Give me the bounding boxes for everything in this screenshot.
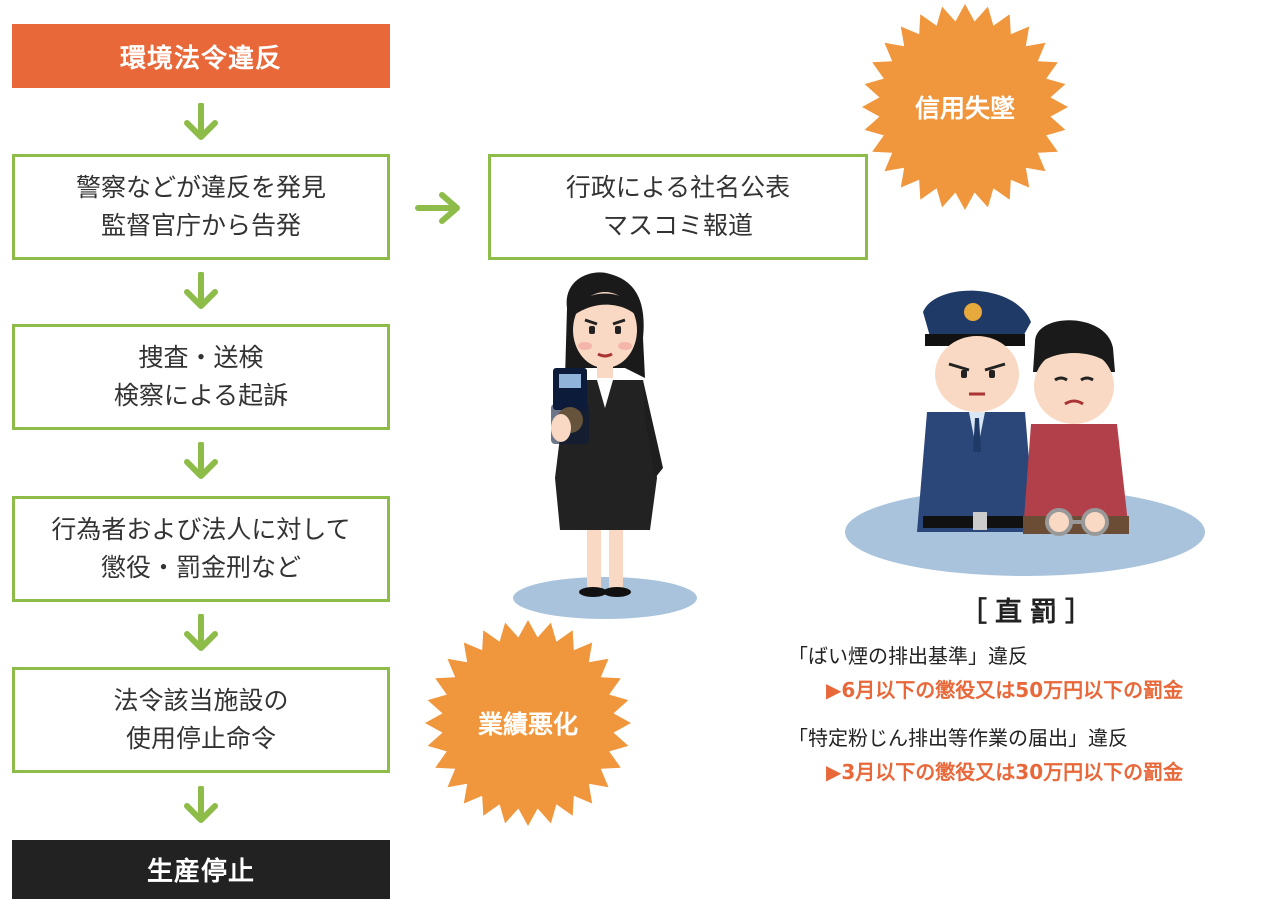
starburst-shape bbox=[862, 4, 1068, 210]
burst-label: 信用失墜 bbox=[914, 94, 1015, 123]
end-box-production-stop: 生産停止 bbox=[12, 840, 390, 899]
down-arrow-icon bbox=[184, 442, 218, 479]
burst-performance-decline: 業績悪化 bbox=[423, 618, 633, 828]
right-arrow-icon bbox=[415, 192, 460, 224]
penalty-text: ▶3月以下の懲役又は30万円以下の罰金 bbox=[826, 760, 1184, 784]
police-arrest-illustration bbox=[845, 290, 1205, 576]
penalty-text: ▶6月以下の懲役又は50万円以下の罰金 bbox=[826, 678, 1184, 702]
starburst-shape bbox=[425, 620, 631, 826]
violation-text: 「ばい煙の排出基準」違反 bbox=[788, 644, 1028, 668]
penalty-title: ［直罰］ bbox=[960, 597, 1100, 628]
step-prosecution: 捜査・送検 検察による起訴 bbox=[12, 324, 390, 430]
step-line: 警察などが違反を発見 bbox=[75, 173, 326, 202]
detective-illustration bbox=[513, 272, 697, 619]
step-suspension-order: 法令該当施設の 使用停止命令 bbox=[12, 667, 390, 773]
start-box-violation: 環境法令違反 bbox=[12, 24, 390, 88]
down-arrow-icon bbox=[184, 786, 218, 823]
step-discovery: 警察などが違反を発見 監督官庁から告発 bbox=[12, 154, 390, 260]
step-punishment: 行為者および法人に対して 懲役・罰金刑など bbox=[12, 496, 390, 602]
step-line: 検察による起訴 bbox=[113, 381, 289, 410]
step-line: 監督官庁から告発 bbox=[100, 211, 301, 240]
step-line: 使用停止命令 bbox=[125, 724, 276, 753]
step-line: 懲役・罰金刑など bbox=[100, 553, 301, 582]
step-line: 行為者および法人に対して bbox=[51, 515, 351, 544]
publication-line: 行政による社名公表 bbox=[565, 173, 791, 202]
step-line: 捜査・送検 bbox=[138, 343, 264, 372]
step-line: 法令該当施設の bbox=[113, 686, 289, 715]
publication-box: 行政による社名公表 マスコミ報道 bbox=[488, 154, 868, 260]
burst-label: 業績悪化 bbox=[477, 710, 578, 739]
burst-credit-loss: 信用失墜 bbox=[860, 2, 1070, 212]
down-arrow-icon bbox=[184, 272, 218, 309]
publication-line: マスコミ報道 bbox=[602, 211, 753, 240]
violation-text: 「特定粉じん排出等作業の届出」違反 bbox=[788, 726, 1128, 750]
down-arrow-icon bbox=[184, 614, 218, 651]
down-arrow-icon bbox=[184, 103, 218, 140]
